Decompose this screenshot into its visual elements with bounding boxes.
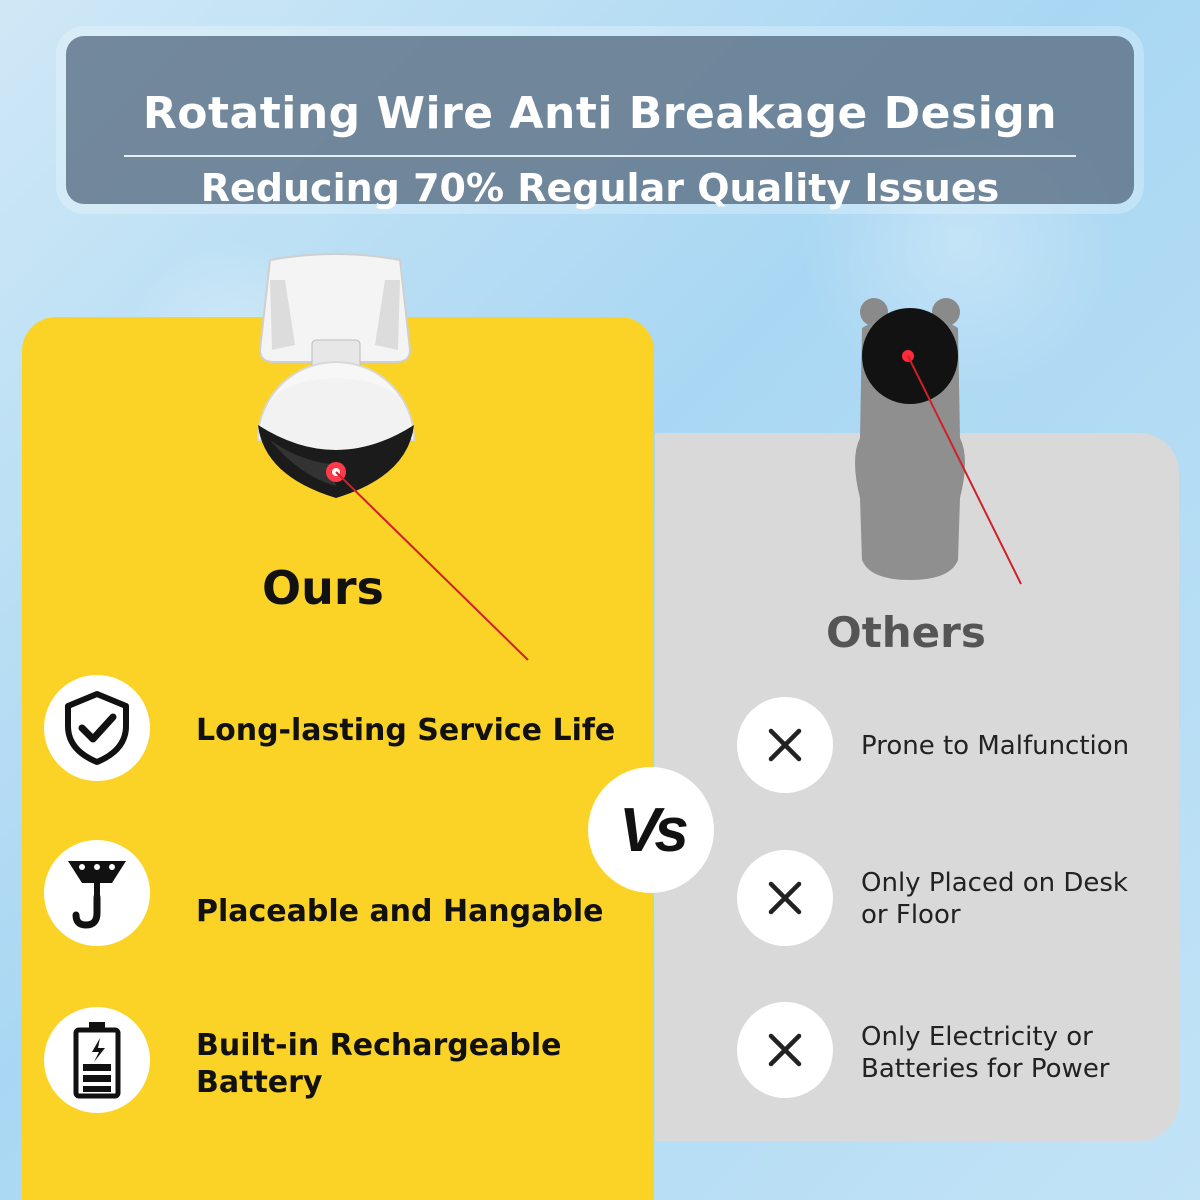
x-icon xyxy=(737,1002,833,1098)
others-label: Others xyxy=(826,608,986,657)
other-feature-desk: Only Placed on Desk or Floor xyxy=(861,867,1128,931)
feature-battery-line1: Built-in Rechargeable xyxy=(196,1028,562,1063)
other-feature-desk-line2: or Floor xyxy=(861,900,961,930)
feature-battery: Built-in Rechargeable Battery xyxy=(196,1027,561,1101)
other-feature-power: Only Electricity or Batteries for Power xyxy=(861,1021,1110,1085)
feature-battery-line2: Battery xyxy=(196,1065,323,1100)
other-device-image xyxy=(855,298,965,580)
x-icon xyxy=(737,850,833,946)
ours-label: Ours xyxy=(262,561,384,615)
hook-icon xyxy=(44,840,150,946)
battery-icon xyxy=(44,1007,150,1113)
x-icon xyxy=(737,697,833,793)
other-feature-desk-line1: Only Placed on Desk xyxy=(861,868,1128,898)
header-banner: Rotating Wire Anti Breakage Design Reduc… xyxy=(66,36,1134,210)
vs-badge: Vs xyxy=(588,767,714,893)
feature-long-lasting: Long-lasting Service Life xyxy=(196,713,616,748)
other-feature-malfunction: Prone to Malfunction xyxy=(861,731,1130,761)
shield-check-icon xyxy=(44,675,150,781)
page-title: Rotating Wire Anti Breakage Design xyxy=(142,88,1058,139)
header-divider xyxy=(124,155,1076,157)
other-feature-power-line2: Batteries for Power xyxy=(861,1054,1110,1084)
page-subtitle: Reducing 70% Regular Quality Issues xyxy=(200,166,1000,210)
product-camera-image xyxy=(256,253,416,498)
other-feature-power-line1: Only Electricity or xyxy=(861,1022,1093,1052)
feature-placeable: Placeable and Hangable xyxy=(196,894,604,929)
